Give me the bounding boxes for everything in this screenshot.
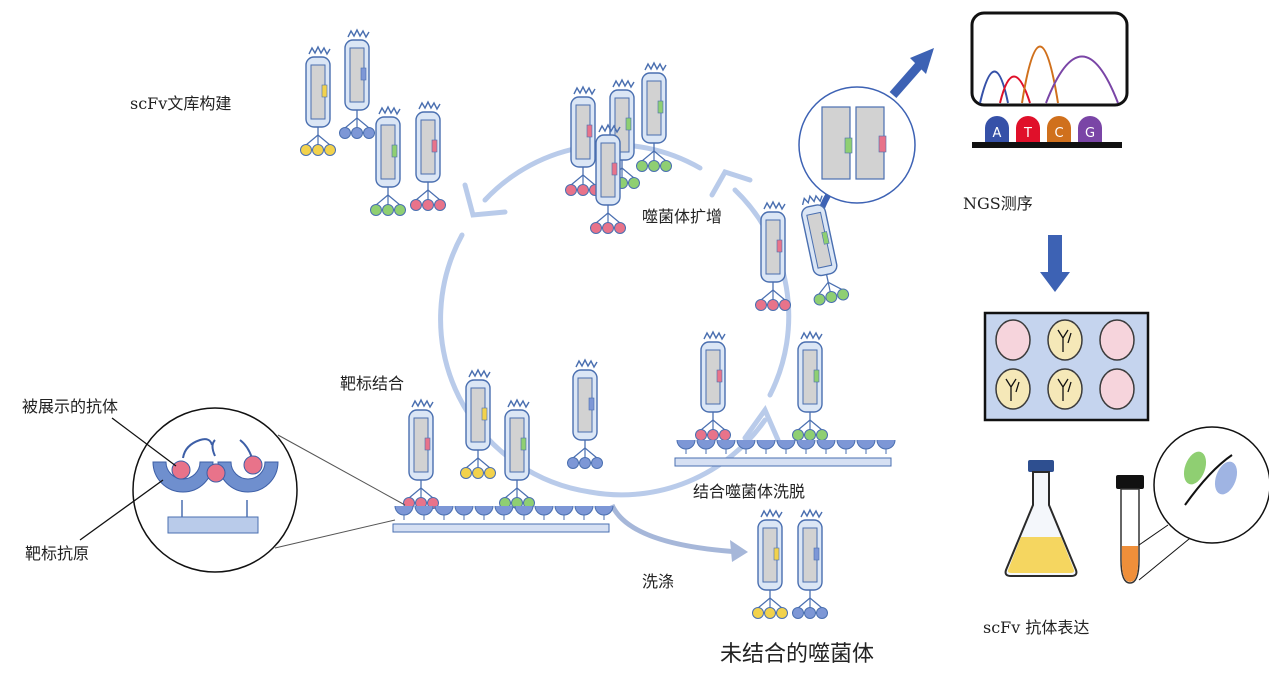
phage-amplification-label: 噬菌体扩增 [642, 207, 723, 226]
cycle-arc-right [732, 187, 792, 398]
cycle-arrowhead-bottom [742, 404, 781, 443]
bound-phage-1 [403, 398, 439, 509]
antigen-cup [594, 505, 614, 516]
zoom-antigen-circle [79, 407, 406, 573]
zoom-phage-circle [798, 86, 916, 204]
cycle-arc-left [438, 232, 593, 495]
down-arrow-shaft [1048, 235, 1062, 275]
antigen-cup [776, 439, 796, 450]
wash-arrowhead [730, 540, 748, 562]
sample-tube [1116, 426, 1269, 584]
elution-phage-2 [792, 330, 828, 441]
scfv-expression-label: scFv 抗体表达 [983, 618, 1090, 637]
elution-phage-1 [695, 330, 731, 441]
antigen-cup [716, 439, 736, 450]
library-phage-4 [410, 100, 446, 211]
washed-phage-1 [752, 508, 788, 619]
cycle-arrowhead-right [709, 168, 753, 198]
sequencing-arrow [889, 59, 926, 98]
amplified-phage-1 [565, 85, 601, 196]
antigen-cup [494, 505, 514, 516]
cycle-arrowhead-top [462, 182, 508, 218]
eluted-phage-2 [801, 194, 850, 306]
antigen-cup [856, 439, 876, 450]
wash-arrow [609, 503, 741, 555]
bound-phage-2 [499, 398, 535, 509]
culture-flask [1004, 460, 1078, 577]
antigen-cup [836, 439, 856, 450]
antigen-cup [534, 505, 554, 516]
antigen-cup [574, 505, 594, 516]
base-g-letter: G [1085, 126, 1095, 141]
base-g-marker [1078, 116, 1102, 142]
antigen-cup [414, 505, 434, 516]
antigen-cup [676, 439, 696, 450]
library-phage-2 [339, 28, 375, 139]
ngs-sequencing-label: NGS测序 [963, 194, 1033, 213]
antigen-cup [394, 505, 414, 516]
base-a-letter: A [993, 126, 1002, 141]
binding-plate [392, 505, 614, 533]
antigen-cup [474, 505, 494, 516]
antigen-cup [514, 505, 534, 516]
antigen-cup [816, 439, 836, 450]
phage-group [300, 28, 850, 619]
antigen-cup [554, 505, 574, 516]
library-phage-1 [300, 45, 336, 156]
base-c-letter: C [1054, 126, 1063, 141]
base-t-marker [1016, 116, 1040, 142]
elution-label: 结合噬菌体洗脱 [693, 482, 806, 501]
unbound-phage-1 [460, 368, 496, 479]
base-a-marker [985, 116, 1009, 142]
antigen-cup [796, 439, 816, 450]
antigen-cup [876, 439, 896, 450]
elution-plate [674, 439, 896, 467]
base-t-letter: T [1023, 126, 1032, 141]
library-construction-label: scFv文库构建 [130, 94, 232, 113]
amplified-phage-3 [636, 61, 672, 172]
wash-label: 洗涤 [642, 572, 675, 591]
antigen-cup [756, 439, 776, 450]
library-phage-3 [370, 105, 406, 216]
displayed-antibody-label: 被展示的抗体 [22, 397, 119, 416]
eluted-phage-1 [755, 200, 791, 311]
antigen-cup [696, 439, 716, 450]
sequencing-arrowhead [910, 48, 934, 74]
antigen-cup [454, 505, 474, 516]
washed-phage-2 [792, 508, 828, 619]
well-plate [983, 311, 1150, 422]
base-c-marker [1047, 116, 1071, 142]
antigen-cup [736, 439, 756, 450]
down-arrow-head [1040, 272, 1070, 292]
antigen-cup [434, 505, 454, 516]
amplified-phage-4 [590, 123, 626, 234]
unbound-phage-2 [567, 358, 603, 469]
unbound-phage-label: 未结合的噬菌体 [720, 642, 875, 667]
target-binding-label: 靶标结合 [340, 374, 405, 393]
target-antigen-label: 靶标抗原 [25, 544, 90, 563]
